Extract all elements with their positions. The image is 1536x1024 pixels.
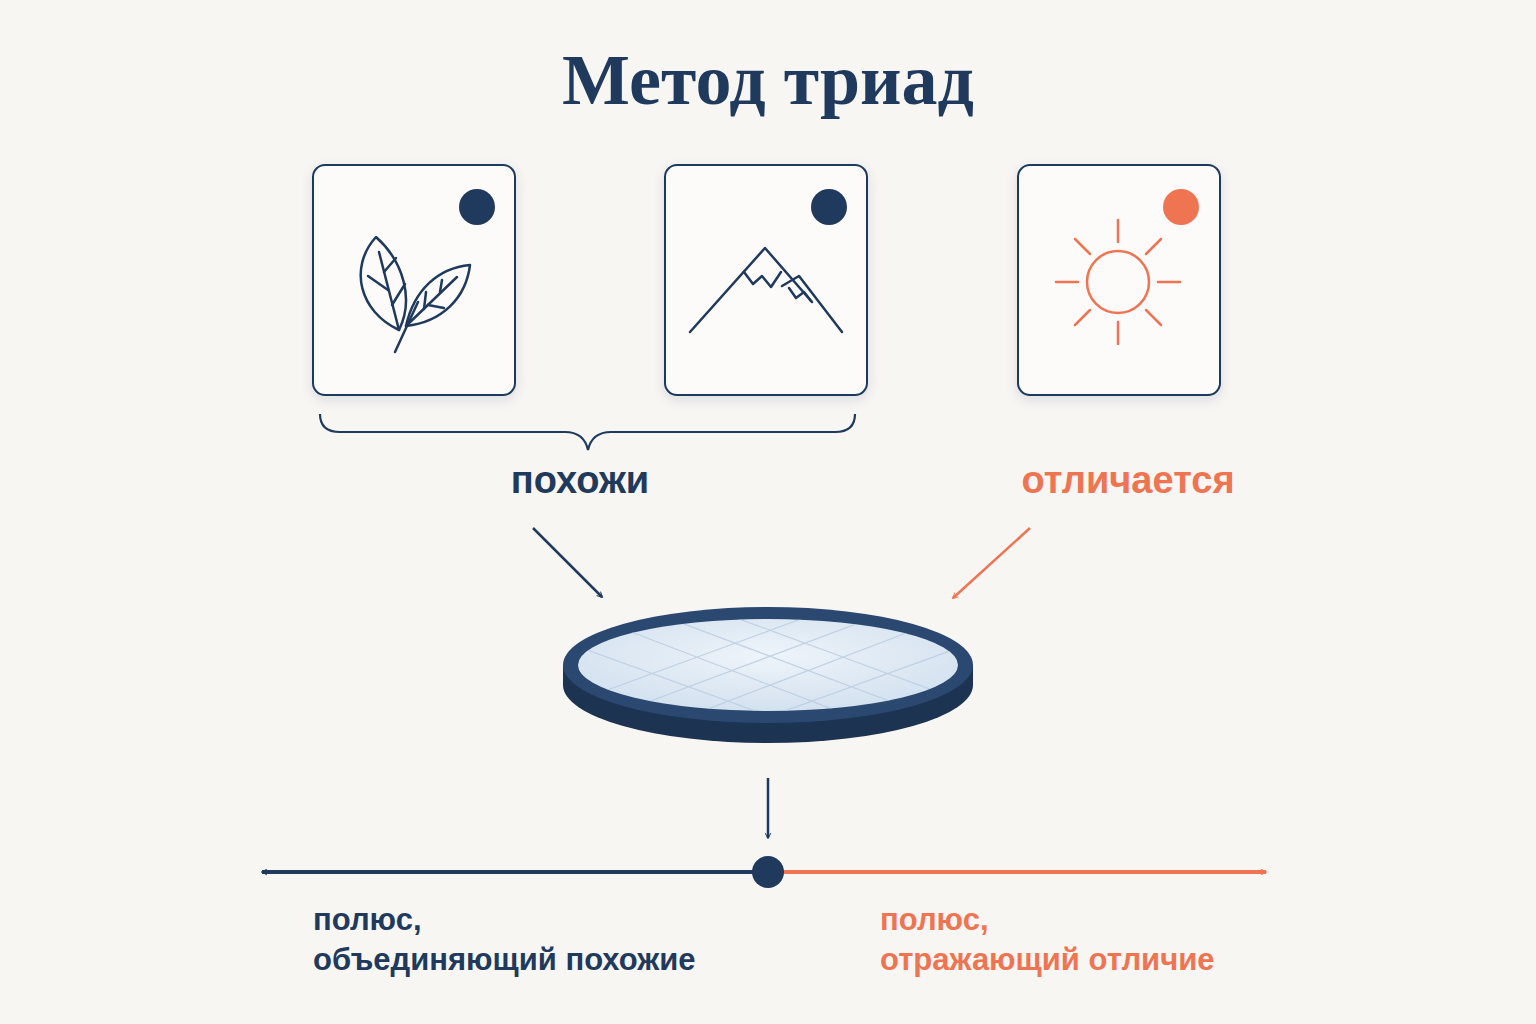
group-label: отличается: [1021, 460, 1234, 500]
pointer-arrow: [767, 778, 770, 838]
pole-label: полюс, объединяющий похожие: [313, 900, 696, 980]
pointer-arrow: [953, 528, 1030, 598]
triad-cards: [313, 165, 1220, 395]
mountain-icon: [690, 248, 842, 332]
axis-right: [768, 870, 1266, 874]
card: [665, 165, 867, 395]
lens-disk: [560, 607, 980, 743]
card: [1018, 165, 1220, 395]
marker-dot: [1163, 189, 1199, 225]
pole-label: полюс, отражающий отличие: [880, 900, 1214, 980]
diagram-title: Метод триад: [562, 36, 974, 124]
axis-left: [262, 870, 768, 874]
marker-dot: [459, 189, 495, 225]
pointer-arrow: [533, 528, 602, 597]
sun-icon: [1056, 220, 1180, 344]
group-label: похожи: [511, 460, 649, 500]
marker-dot: [811, 189, 847, 225]
grouping-brace: [320, 414, 855, 450]
leaf-icon: [361, 237, 470, 352]
card: [313, 165, 515, 395]
axis-point: [752, 856, 784, 888]
